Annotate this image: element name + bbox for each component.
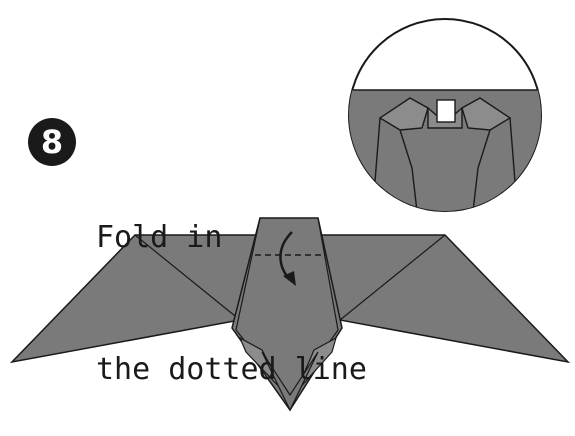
zoom-detail — [340, 19, 550, 220]
step-number-icon: 8 — [28, 118, 76, 166]
instruction-line-2: the dotted line — [96, 348, 367, 392]
step-instruction: Fold in the dotted line — [96, 128, 367, 436]
zoom-notch-gap — [437, 100, 455, 122]
instruction-line-1: Fold in — [96, 216, 367, 260]
